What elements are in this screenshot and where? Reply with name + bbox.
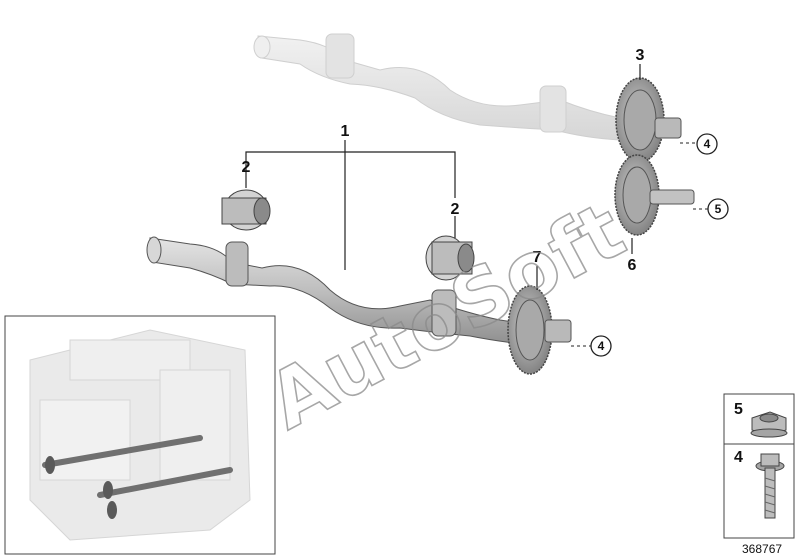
callout-6: 6 — [628, 257, 637, 274]
callout-5: 5 — [707, 198, 729, 220]
engine-inset — [4, 315, 276, 555]
gear-3 — [615, 77, 682, 163]
watermark-text: AutoSoft — [254, 186, 639, 448]
inset-balance-shafts — [42, 435, 233, 519]
gear-6 — [614, 154, 695, 236]
callout-4-lower: 4 — [590, 335, 612, 357]
balance-shaft-main — [146, 236, 541, 347]
leader-lines — [245, 64, 708, 347]
svg-text:5: 5 — [715, 202, 722, 216]
callout-4-upper: 4 — [696, 133, 718, 155]
callout-3: 3 — [636, 47, 645, 64]
nut-icon — [750, 411, 788, 438]
legend-label-5: 5 — [734, 401, 743, 418]
callout-1: 1 — [341, 123, 350, 140]
engine-illustration — [29, 329, 251, 541]
bolt-icon — [755, 453, 785, 519]
svg-text:4: 4 — [704, 137, 711, 151]
callout-2-right: 2 — [451, 201, 460, 218]
svg-text:4: 4 — [598, 339, 605, 353]
diagram-number: 368767 — [742, 542, 782, 556]
needle-bearing-right — [425, 235, 475, 281]
needle-bearing-left — [221, 189, 271, 231]
callout-2-left: 2 — [242, 159, 251, 176]
hardware-legend: 5 4 — [723, 393, 795, 539]
legend-label-4: 4 — [734, 449, 743, 466]
callout-7: 7 — [533, 249, 542, 266]
gear-7 — [507, 285, 572, 375]
balance-shaft-ghost — [253, 33, 621, 141]
